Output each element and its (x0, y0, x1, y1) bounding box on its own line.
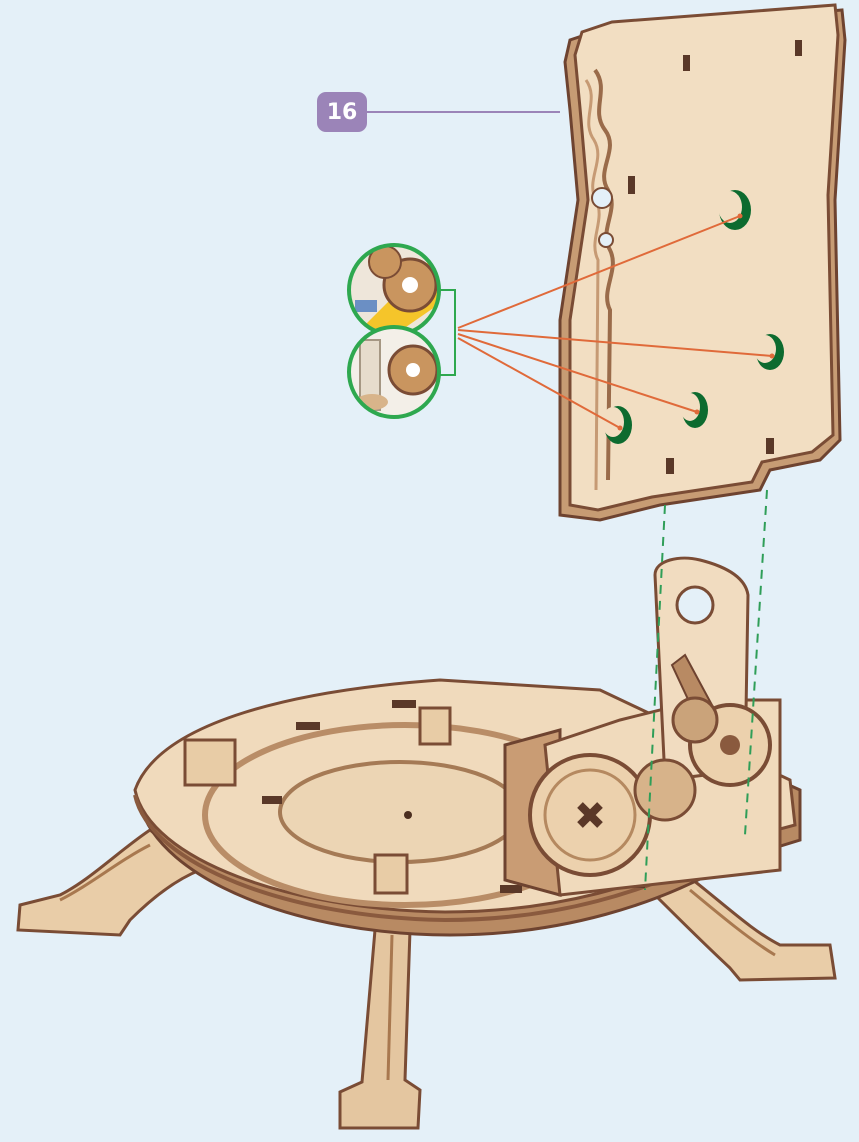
callout-pointers (457, 213, 775, 431)
step-number-badge: 16 (317, 92, 367, 132)
gear-with-axle-detail-icon (347, 325, 441, 419)
alignment-guides (644, 489, 768, 891)
side-panel-part-16 (558, 3, 847, 522)
gear-housing (503, 556, 782, 897)
base-legs (16, 828, 837, 1130)
callout-bracket (440, 289, 456, 376)
step-number: 16 (326, 99, 358, 125)
